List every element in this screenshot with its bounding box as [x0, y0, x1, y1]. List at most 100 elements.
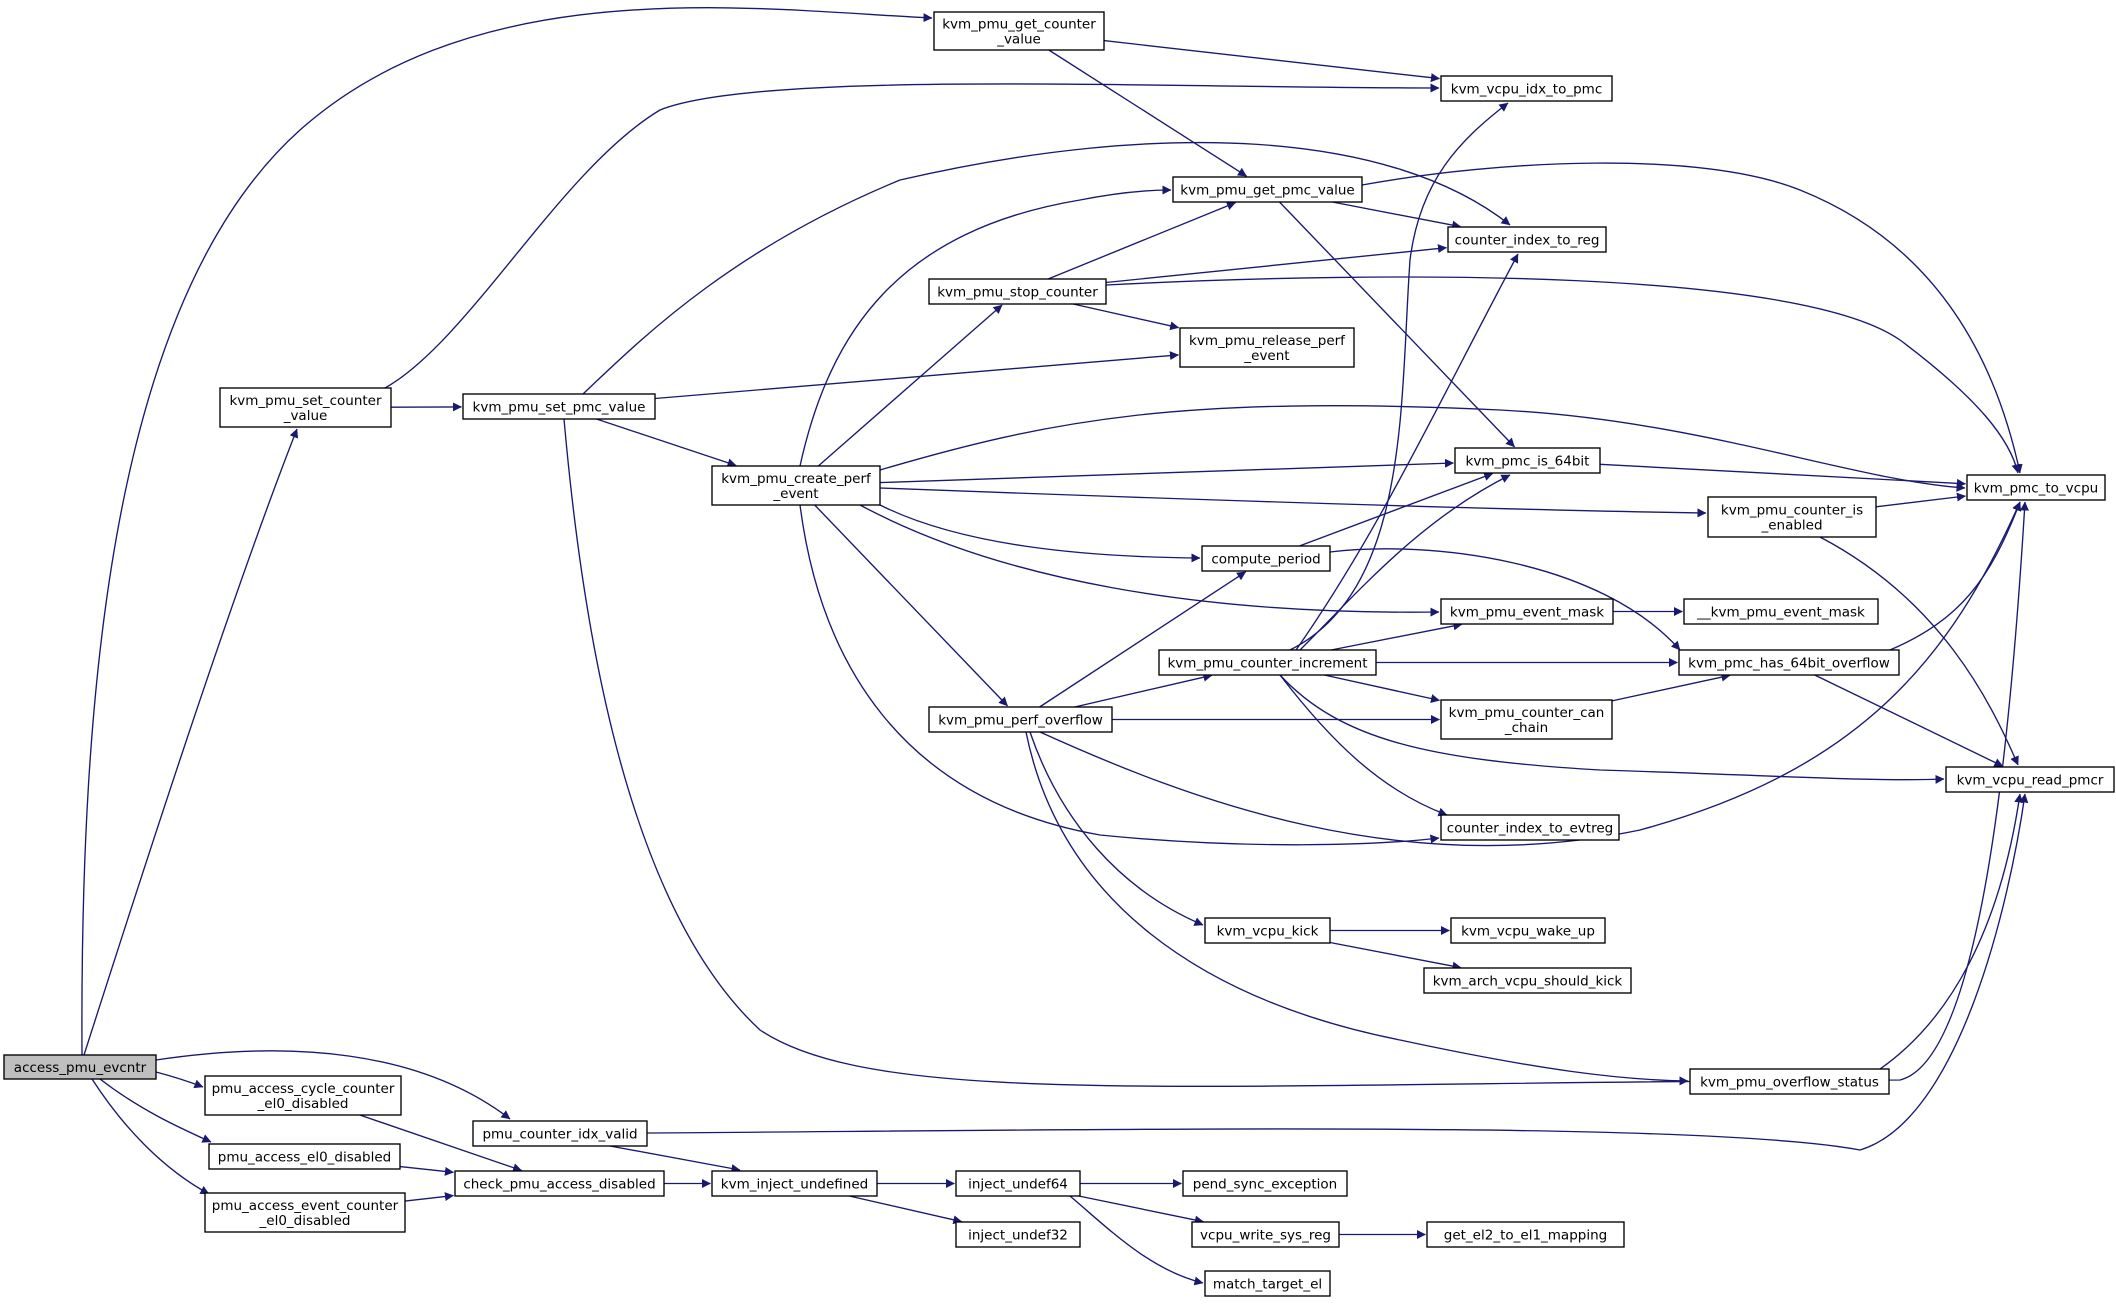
node-kvm_pmu_counter_is_enabled[interactable]: kvm_pmu_counter_is_enabled	[1707, 496, 1877, 538]
node-kvm_pmu_overflow_status[interactable]: kvm_pmu_overflow_status	[1689, 1068, 1890, 1095]
node-label: kvm_pmu_release_perf	[1189, 333, 1346, 349]
node-label: compute_period	[1211, 552, 1320, 568]
edge-pmu_access_cycle_counter_el0_disabled-to-check_pmu_access_disabled	[359, 1114, 523, 1172]
node-label: kvm_pmu_set_counter	[229, 393, 382, 409]
node-kvm_pmu_perf_overflow[interactable]: kvm_pmu_perf_overflow	[928, 706, 1113, 733]
edge-inject_undef64-to-match_target_el	[1069, 1195, 1204, 1286]
node-kvm_pmu_event_mask[interactable]: kvm_pmu_event_mask	[1440, 598, 1614, 625]
edge-access_pmu_evcntr-to-pmu_access_event_counter_el0_disabled	[91, 1078, 210, 1195]
node-kvm_vcpu_wake_up[interactable]: kvm_vcpu_wake_up	[1450, 917, 1606, 944]
node-box	[1707, 496, 1877, 538]
node-label: kvm_pmu_get_pmc_value	[1180, 183, 1354, 199]
node-counter_index_to_evtreg[interactable]: counter_index_to_evtreg	[1440, 814, 1620, 841]
node-box	[1172, 176, 1363, 203]
node-inject_undef64[interactable]: inject_undef64	[955, 1170, 1081, 1197]
node-label: counter_index_to_evtreg	[1447, 821, 1613, 837]
node-label: counter_index_to_reg	[1455, 233, 1600, 249]
node-vcpu_write_sys_reg[interactable]: vcpu_write_sys_reg	[1191, 1221, 1340, 1248]
node-label: vcpu_write_sys_reg	[1200, 1228, 1331, 1244]
node-__kvm_pmu_event_mask[interactable]: __kvm_pmu_event_mask	[1683, 598, 1879, 625]
node-kvm_pmc_has_64bit_overflow[interactable]: kvm_pmc_has_64bit_overflow	[1678, 649, 1900, 676]
node-pmu_access_cycle_counter_el0_disabled[interactable]: pmu_access_cycle_counter_el0_disabled	[204, 1075, 402, 1116]
edge-kvm_pmu_set_counter_value-to-kvm_vcpu_idx_to_pmc	[384, 83, 1440, 389]
node-access_pmu_evcntr[interactable]: access_pmu_evcntr	[3, 1054, 157, 1080]
node-box	[1158, 649, 1377, 676]
node-label: kvm_pmu_overflow_status	[1700, 1075, 1879, 1091]
node-box	[1204, 1270, 1331, 1297]
edge-kvm_pmu_perf_overflow-to-kvm_pmc_to_vcpu	[1039, 501, 2021, 847]
node-kvm_pmu_get_pmc_value[interactable]: kvm_pmu_get_pmc_value	[1172, 176, 1363, 203]
edge-kvm_pmc_has_64bit_overflow-to-kvm_pmc_to_vcpu	[1889, 501, 2022, 651]
node-label: pmu_access_cycle_counter	[212, 1081, 395, 1097]
node-box	[204, 1192, 406, 1233]
node-box	[1447, 226, 1607, 253]
node-kvm_pmu_stop_counter[interactable]: kvm_pmu_stop_counter	[928, 278, 1107, 305]
node-label: inject_undef32	[968, 1228, 1068, 1244]
node-box	[1966, 474, 2106, 501]
node-kvm_inject_undefined[interactable]: kvm_inject_undefined	[711, 1170, 878, 1197]
node-inject_undef32[interactable]: inject_undef32	[955, 1221, 1081, 1248]
edge-kvm_pmu_counter_increment-to-counter_index_to_evtreg	[1279, 674, 1448, 817]
node-box	[1191, 1221, 1340, 1248]
node-box	[219, 387, 392, 428]
node-label: kvm_pmc_to_vcpu	[1974, 481, 2098, 497]
node-kvm_arch_vcpu_should_kick[interactable]: kvm_arch_vcpu_should_kick	[1423, 967, 1632, 994]
node-label: inject_undef64	[968, 1177, 1068, 1193]
node-match_target_el[interactable]: match_target_el	[1204, 1270, 1331, 1297]
node-kvm_pmu_release_perf_event[interactable]: kvm_pmu_release_perf_event	[1179, 327, 1355, 368]
node-label: kvm_vcpu_read_pmcr	[1957, 773, 2104, 789]
node-get_el2_to_el1_mapping[interactable]: get_el2_to_el1_mapping	[1426, 1221, 1625, 1248]
edge-kvm_vcpu_kick-to-kvm_arch_vcpu_should_kick	[1329, 941, 1462, 971]
edge-kvm_pmc_is_64bit-to-kvm_pmc_to_vcpu	[1599, 463, 1966, 488]
node-box	[1179, 327, 1355, 368]
node-kvm_pmu_get_counter_value[interactable]: kvm_pmu_get_counter_value	[933, 11, 1105, 51]
node-box	[1683, 598, 1879, 625]
edge-inject_undef64-to-vcpu_write_sys_reg	[1078, 1195, 1204, 1225]
node-label: kvm_vcpu_wake_up	[1461, 924, 1595, 940]
node-kvm_vcpu_kick[interactable]: kvm_vcpu_kick	[1204, 917, 1331, 944]
node-kvm_vcpu_idx_to_pmc[interactable]: kvm_vcpu_idx_to_pmc	[1440, 75, 1613, 102]
node-label: kvm_pmu_event_mask	[1450, 605, 1604, 621]
node-label: kvm_vcpu_kick	[1217, 924, 1319, 940]
node-label: kvm_pmu_perf_overflow	[938, 713, 1103, 729]
node-kvm_pmc_is_64bit[interactable]: kvm_pmc_is_64bit	[1454, 447, 1601, 474]
edge-pmu_access_el0_disabled-to-check_pmu_access_disabled	[399, 1165, 454, 1176]
node-box	[1440, 699, 1613, 740]
node-label: pmu_access_event_counter	[212, 1198, 399, 1214]
node-label: kvm_pmu_get_counter	[942, 17, 1096, 33]
edge-kvm_pmu_get_pmc_value-to-kvm_pmc_to_vcpu	[1361, 162, 2023, 474]
node-box	[1454, 447, 1601, 474]
node-pend_sync_exception[interactable]: pend_sync_exception	[1182, 1170, 1348, 1197]
node-box	[1204, 917, 1331, 944]
node-label: kvm_pmu_create_perf	[721, 471, 872, 487]
node-kvm_pmu_create_perf_event[interactable]: kvm_pmu_create_perf_event	[711, 465, 881, 506]
edge-kvm_pmu_create_perf_event-to-counter_index_to_evtreg	[799, 504, 1440, 846]
node-kvm_pmu_set_pmc_value[interactable]: kvm_pmu_set_pmc_value	[462, 393, 656, 420]
node-kvm_pmc_to_vcpu[interactable]: kvm_pmc_to_vcpu	[1966, 474, 2106, 501]
node-check_pmu_access_disabled[interactable]: check_pmu_access_disabled	[454, 1170, 665, 1197]
node-kvm_pmu_counter_increment[interactable]: kvm_pmu_counter_increment	[1158, 649, 1377, 676]
node-box	[1689, 1068, 1890, 1095]
node-label: kvm_pmu_counter_can	[1449, 705, 1605, 721]
node-label: access_pmu_evcntr	[14, 1060, 147, 1076]
node-box	[1678, 649, 1900, 676]
node-pmu_counter_idx_valid[interactable]: pmu_counter_idx_valid	[472, 1120, 648, 1147]
node-box	[454, 1170, 665, 1197]
node-pmu_access_el0_disabled[interactable]: pmu_access_el0_disabled	[208, 1143, 401, 1170]
node-kvm_pmu_set_counter_value[interactable]: kvm_pmu_set_counter_value	[219, 387, 392, 428]
edge-kvm_pmu_get_counter_value-to-kvm_pmu_get_pmc_value	[1048, 49, 1247, 177]
edge-kvm_inject_undefined-to-inject_undef32	[849, 1195, 963, 1225]
node-label: __kvm_pmu_event_mask	[1696, 605, 1865, 621]
node-pmu_access_event_counter_el0_disabled[interactable]: pmu_access_event_counter_el0_disabled	[204, 1192, 406, 1233]
node-counter_index_to_reg[interactable]: counter_index_to_reg	[1447, 226, 1607, 253]
node-kvm_pmu_counter_can_chain[interactable]: kvm_pmu_counter_can_chain	[1440, 699, 1613, 740]
node-label: kvm_pmu_counter_is	[1721, 503, 1863, 519]
node-compute_period[interactable]: compute_period	[1201, 545, 1331, 572]
edge-kvm_pmu_set_pmc_value-to-counter_index_to_reg	[582, 141, 1511, 395]
node-label: kvm_arch_vcpu_should_kick	[1433, 974, 1623, 990]
node-kvm_vcpu_read_pmcr[interactable]: kvm_vcpu_read_pmcr	[1945, 766, 2115, 793]
edge-kvm_pmu_perf_overflow-to-compute_period	[1039, 571, 1247, 708]
node-box	[1450, 917, 1606, 944]
node-label: kvm_pmc_has_64bit_overflow	[1688, 656, 1890, 672]
